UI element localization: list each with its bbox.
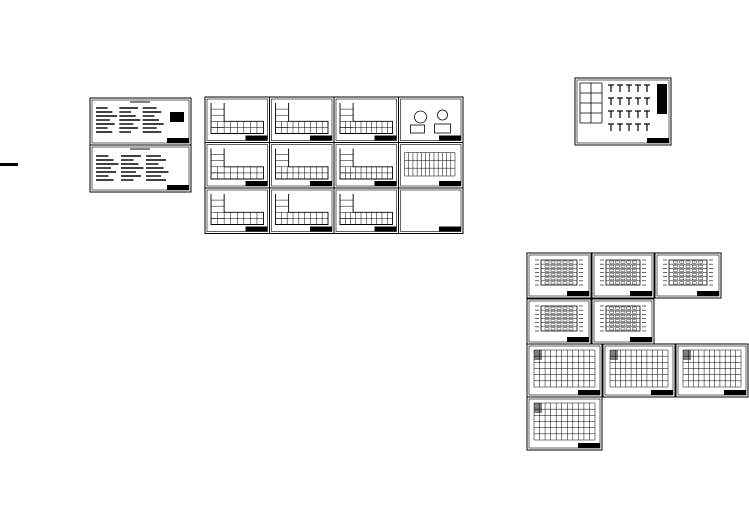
elevation-sheet-1[interactable] xyxy=(526,252,592,299)
notes-sheet-2[interactable] xyxy=(89,144,192,193)
plan-sheet-12[interactable] xyxy=(398,187,464,234)
sheet-layer xyxy=(89,77,749,451)
plan-sheet-3[interactable] xyxy=(333,96,399,143)
plan-sheet-2[interactable] xyxy=(269,96,335,143)
detail-sheet[interactable] xyxy=(574,77,672,146)
notes-sheet-1[interactable] xyxy=(89,97,192,146)
plan-sheet-11[interactable] xyxy=(333,187,399,234)
plan-sheet-8[interactable] xyxy=(398,142,464,189)
elevation-sheet-2[interactable] xyxy=(591,252,655,299)
left-edge-marker xyxy=(0,163,18,166)
plan-sheet-7[interactable] xyxy=(333,142,399,189)
grid-sheet-4[interactable] xyxy=(526,396,603,451)
plan-sheet-4[interactable] xyxy=(398,96,464,143)
plan-sheet-1[interactable] xyxy=(204,96,270,143)
grid-sheet-3[interactable] xyxy=(675,343,749,398)
plan-sheet-10[interactable] xyxy=(269,187,335,234)
elevation-sheet-5[interactable] xyxy=(591,298,655,345)
grid-sheet-1[interactable] xyxy=(526,343,603,398)
grid-sheet-2[interactable] xyxy=(602,343,676,398)
plan-sheet-5[interactable] xyxy=(204,142,270,189)
elevation-sheet-3[interactable] xyxy=(654,252,722,299)
plan-sheet-9[interactable] xyxy=(204,187,270,234)
elevation-sheet-4[interactable] xyxy=(526,298,592,345)
plan-sheet-6[interactable] xyxy=(269,142,335,189)
